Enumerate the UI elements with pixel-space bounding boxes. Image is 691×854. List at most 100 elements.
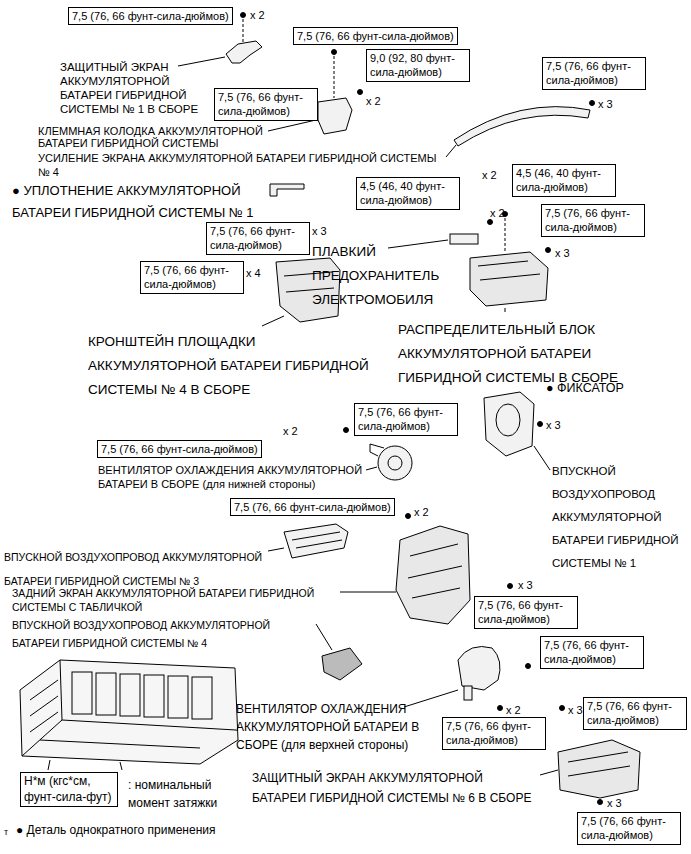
quantity-label: x 3 xyxy=(518,578,533,592)
part-label: ● Деталь однократного применения xyxy=(16,822,216,838)
leader-line xyxy=(534,446,550,470)
torque-box: 7,5 (76, 66 фунт-сила-дюймов) xyxy=(293,27,458,45)
bolt xyxy=(560,706,565,711)
part-label: ЗАЩИТНЫЙ ЭКРАН АККУМУЛЯТОРНОЙ БАТАРЕИ ГИ… xyxy=(252,768,537,808)
part-label: ● ФИКСАТОР xyxy=(546,380,624,396)
battery-assembly xyxy=(20,660,238,770)
torque-box: 7,5 (76, 66 фунт-сила-дюймов) xyxy=(583,697,687,730)
leader-line xyxy=(404,690,458,707)
torque-box: 7,5 (76, 66 фунт-сила-дюймов) xyxy=(541,204,645,237)
leader-line xyxy=(340,592,396,593)
part-label: ВПУСКНОЙ ВОЗДУХОПРОВОД АККУМУЛЯТОРНОЙ БА… xyxy=(4,545,274,593)
duct-part xyxy=(284,524,348,558)
duct-detail xyxy=(292,532,342,548)
torque-box: 9,0 (92, 80 фунт-сила-дюймов) xyxy=(366,49,470,82)
torque-value: 7,5 (76, 66 фунт-сила-дюймов) xyxy=(358,405,454,434)
quantity-label: x 2 xyxy=(366,94,381,108)
part-label: ● УПЛОТНЕНИЕ АККУМУЛЯТОРНОЙ БАТАРЕИ ГИБР… xyxy=(12,180,287,224)
torque-box: 7,5 (76, 66 фунт-сила-дюймов) xyxy=(97,440,262,458)
duct-detail xyxy=(496,404,520,436)
part-label: : номинальный момент затяжки xyxy=(128,776,248,812)
quantity-label: x 3 xyxy=(568,703,583,717)
torque-value: 7,5 (76, 66 фунт-сила-дюймов) xyxy=(144,263,240,292)
torque-box: 7,5 (76, 66 фунт-сила-дюймов) xyxy=(206,222,310,255)
torque-box: 7,5 (76, 66 фунт-сила-дюймов) xyxy=(354,403,458,436)
quantity-label: x 3 xyxy=(607,796,622,810)
quantity-label: x 3 xyxy=(598,97,613,111)
leader-line xyxy=(316,624,332,650)
part-label: ВПУСКНОЙ ВОЗДУХОПРОВОД АККУМУЛЯТОРНОЙ БА… xyxy=(552,460,686,575)
quantity-label: x 4 xyxy=(246,266,261,280)
shield-part xyxy=(558,740,640,798)
part-label: КРОНШТЕЙН ПЛОЩАДКИ АККУМУЛЯТОРНОЙ БАТАРЕ… xyxy=(88,330,373,402)
torque-value: 7,5 (76, 66 фунт-сила-дюймов) xyxy=(446,719,542,748)
part-label: ЗАЩИТНЫЙ ЭКРАН АККУМУЛЯТОРНОЙ БАТАРЕИ ГИ… xyxy=(60,60,210,116)
torque-value: 7,5 (76, 66 фунт-сила-дюймов) xyxy=(478,598,574,627)
fan-detail xyxy=(464,686,472,700)
torque-box: 7,5 (76, 66 фунт-сила-дюймов) xyxy=(68,7,233,25)
torque-box: 7,5 (76, 66 фунт-сила-дюймов) xyxy=(542,57,646,90)
reinforcement-part xyxy=(454,107,590,146)
torque-value: 7,5 (76, 66 фунт-сила-дюймов) xyxy=(581,814,677,843)
seal-part xyxy=(270,184,304,196)
legend-box: Н*м (кгс*см, фунт-сила-фут) xyxy=(20,772,118,807)
fan-part xyxy=(378,446,412,480)
torque-box: 7,5 (76, 66 фунт-сила-дюймов) xyxy=(474,596,578,629)
part-label: ВЕНТИЛЯТОР ОХЛАЖДЕНИЯ АККУМУЛЯТОРНОЙ БАТ… xyxy=(98,463,368,491)
torque-box: 7,5 (76, 66 фунт-сила-дюймов) xyxy=(230,498,395,516)
shield-detail xyxy=(568,752,630,776)
torque-value: Н*м (кгс*см, фунт-сила-фут) xyxy=(24,774,114,805)
part-label: УСИЛЕНИЕ ЭКРАНА АККУМУЛЯТОРНОЙ БАТАРЕИ Г… xyxy=(38,151,438,179)
leader-line xyxy=(243,19,244,42)
bracket-part xyxy=(276,258,340,322)
part-label: ПЛАВКИЙ ПРЕДОХРАНИТЕЛЬ ЭЛЕКТРОМОБИЛЯ xyxy=(312,240,462,312)
torque-box: 4,5 (46, 40 фунт-сила-дюймов) xyxy=(512,164,616,197)
quantity-label: x 2 xyxy=(414,505,429,519)
leader-line xyxy=(446,145,456,157)
clip xyxy=(538,422,543,427)
leader-line xyxy=(334,56,335,98)
torque-box: 7,5 (76, 66 фунт-сила-дюймов) xyxy=(442,717,546,750)
quantity-label: x 2 xyxy=(506,703,521,717)
part-label: ВЕНТИЛЯТОР ОХЛАЖДЕНИЯ АККУМУЛЯТОРНОЙ БАТ… xyxy=(236,700,436,754)
torque-box: 4,5 (46, 40 фунт-сила-дюймов) xyxy=(356,177,460,210)
leader-line xyxy=(262,316,284,326)
bolt xyxy=(332,50,337,55)
torque-box: 7,5 (76, 66 фунт-сила-дюймов) xyxy=(140,261,244,294)
torque-value: 7,5 (76, 66 фунт-сила-дюймов) xyxy=(234,500,391,514)
torque-value: 7,5 (76, 66 фунт-сила-дюймов) xyxy=(546,59,642,88)
distribution-block xyxy=(470,252,548,306)
fan-part xyxy=(458,647,500,691)
quantity-label: x 2 xyxy=(490,206,505,220)
bolt xyxy=(498,706,503,711)
fan-outlet xyxy=(370,444,384,456)
torque-value: 7,5 (76, 66 фунт-сила-дюймов) xyxy=(218,90,314,119)
torque-value: 7,5 (76, 66 фунт-сила-дюймов) xyxy=(587,699,683,728)
torque-value: 9,0 (92, 80 фунт-сила-дюймов) xyxy=(370,51,466,80)
bolt xyxy=(241,13,246,18)
back-shield-part xyxy=(396,526,470,624)
part-label: КЛЕММНАЯ КОЛОДКА АККУМУЛЯТОРНОЙ БАТАРЕИ … xyxy=(38,125,278,149)
torque-value: 4,5 (46, 40 фунт-сила-дюймов) xyxy=(516,166,612,195)
torque-box: 7,5 (76, 66 фунт-сила-дюймов) xyxy=(214,88,318,121)
duct-part xyxy=(484,392,534,456)
nut xyxy=(590,101,595,106)
bolt xyxy=(508,584,513,589)
leader-line xyxy=(505,218,506,253)
leader-line xyxy=(366,467,377,470)
nut xyxy=(358,90,363,95)
nut xyxy=(526,664,531,669)
block-detail xyxy=(478,261,540,280)
quantity-label: x 2 xyxy=(482,168,497,182)
torque-value: 7,5 (76, 66 фунт-сила-дюймов) xyxy=(297,29,454,43)
bolt xyxy=(488,220,493,225)
leader-line xyxy=(505,308,506,312)
part-label: ЗАДНИЙ ЭКРАН АККУМУЛЯТОРНОЙ БАТАРЕИ ГИБР… xyxy=(12,586,332,614)
torque-value: 7,5 (76, 66 фунт-сила-дюймов) xyxy=(210,224,306,253)
torque-value: 7,5 (76, 66 фунт-сила-дюймов) xyxy=(101,442,258,456)
quantity-label: x 2 xyxy=(283,424,298,438)
nut xyxy=(598,800,603,805)
bolt xyxy=(406,514,411,519)
torque-value: 7,5 (76, 66 фунт-сила-дюймов) xyxy=(545,206,641,235)
